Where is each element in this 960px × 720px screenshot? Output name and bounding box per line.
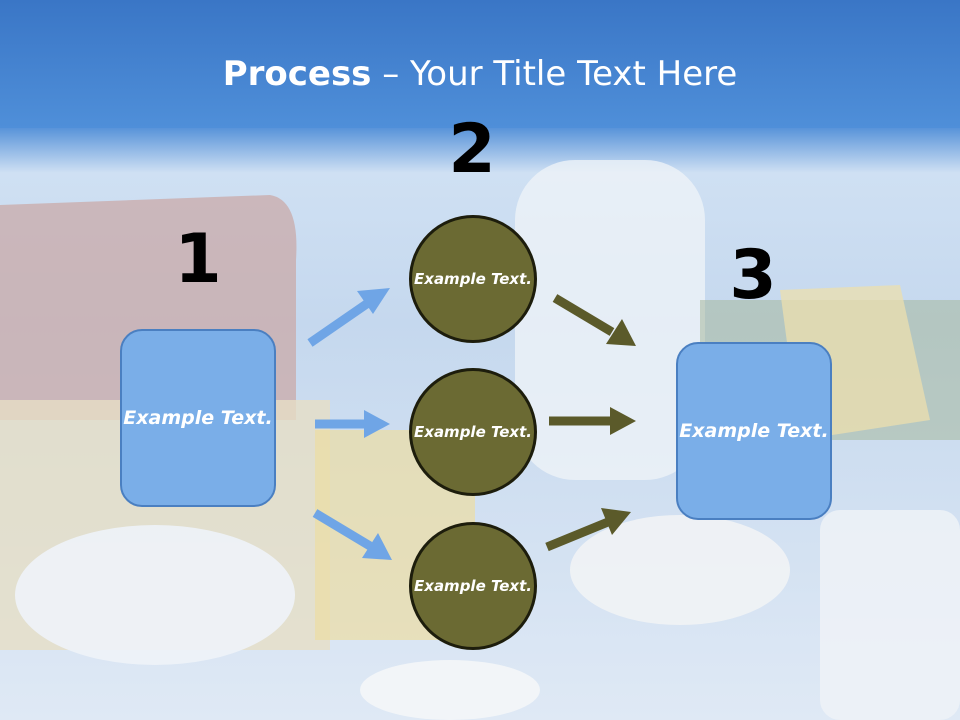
- arrow-1-to-top: [310, 288, 390, 343]
- arrow-middle-to-3: [549, 407, 636, 435]
- arrow-1-to-middle: [315, 410, 390, 438]
- arrow-top-to-3: [555, 298, 636, 346]
- arrow-bottom-to-3: [547, 508, 631, 547]
- arrow-1-to-bottom: [315, 513, 392, 560]
